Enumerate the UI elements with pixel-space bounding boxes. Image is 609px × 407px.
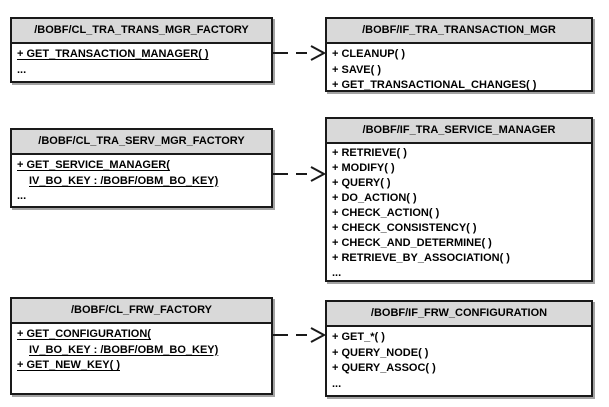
class-member: + QUERY_ASSOC( ) [332,362,436,374]
class-member-param: IV_BO_KEY : /BOBF/OBM_BO_KEY) [29,174,219,187]
class-member: + GET_NEW_KEY( ) [17,359,120,371]
class-title: /BOBF/IF_FRW_CONFIGURATION [327,302,591,327]
ellipsis-more-members: ... [17,63,27,76]
class-member: + GET_SERVICE_MANAGER( [17,159,170,171]
class-member: + GET_CONFIGURATION( [17,328,151,340]
class-title: /BOBF/IF_TRA_SERVICE_MANAGER [327,119,591,144]
class-member: + QUERY( ) [332,177,391,189]
dependency-arrow-configuration [273,327,327,343]
class-members: + CLEANUP( ) + SAVE( ) + GET_TRANSACTION… [327,44,591,94]
class-member: + RETRIEVE( ) [332,147,407,159]
class-member: + CHECK_CONSISTENCY( ) [332,222,477,234]
class-member: + CHECK_AND_DETERMINE( ) [332,237,492,249]
class-member: + CLEANUP( ) [332,48,406,60]
class-title: /BOBF/CL_TRA_TRANS_MGR_FACTORY [12,19,271,44]
class-member: + SAVE( ) [332,63,382,76]
ellipsis-more-members: ... [332,267,342,279]
class-members: + GET_SERVICE_MANAGER( IV_BO_KEY : /BOBF… [12,155,271,205]
class-member: + GET_*( ) [332,331,385,343]
class-members: + GET_TRANSACTION_MANAGER( ) ... [12,44,271,78]
class-members: + GET_*( ) + QUERY_NODE( ) + QUERY_ASSOC… [327,327,591,392]
class-box-if-tra-service-manager: /BOBF/IF_TRA_SERVICE_MANAGER + RETRIEVE(… [325,117,593,282]
class-box-if-frw-configuration: /BOBF/IF_FRW_CONFIGURATION + GET_*( ) + … [325,300,593,397]
class-member: + GET_TRANSACTION_MANAGER( ) [17,48,209,60]
class-member-param: IV_BO_KEY : /BOBF/OBM_BO_KEY) [29,343,219,356]
class-box-if-tra-transaction-mgr: /BOBF/IF_TRA_TRANSACTION_MGR + CLEANUP( … [325,17,593,92]
ellipsis-more-members: ... [17,190,27,202]
class-box-cl-tra-trans-mgr-factory: /BOBF/CL_TRA_TRANS_MGR_FACTORY + GET_TRA… [10,17,273,83]
class-members: + RETRIEVE( ) + MODIFY( ) + QUERY( ) + D… [327,144,591,281]
class-title: /BOBF/IF_TRA_TRANSACTION_MGR [327,19,591,44]
ellipsis-more-members: ... [332,377,342,390]
class-member: + RETRIEVE_BY_ASSOCIATION( ) [332,252,510,264]
dependency-arrow-trans-mgr [273,45,327,61]
class-title: /BOBF/CL_FRW_FACTORY [12,299,271,324]
class-title: /BOBF/CL_TRA_SERV_MGR_FACTORY [12,130,271,155]
class-box-cl-frw-factory: /BOBF/CL_FRW_FACTORY + GET_CONFIGURATION… [10,297,273,395]
class-box-cl-tra-serv-mgr-factory: /BOBF/CL_TRA_SERV_MGR_FACTORY + GET_SERV… [10,128,273,208]
class-member: + MODIFY( ) [332,162,395,174]
dependency-arrow-service-manager [273,166,327,182]
class-member: + GET_TRANSACTIONAL_CHANGES( ) [332,79,537,91]
class-member: + CHECK_ACTION( ) [332,207,440,219]
class-member: + DO_ACTION( ) [332,192,417,204]
class-members: + GET_CONFIGURATION( IV_BO_KEY : /BOBF/O… [12,324,271,374]
class-member: + QUERY_NODE( ) [332,346,429,359]
